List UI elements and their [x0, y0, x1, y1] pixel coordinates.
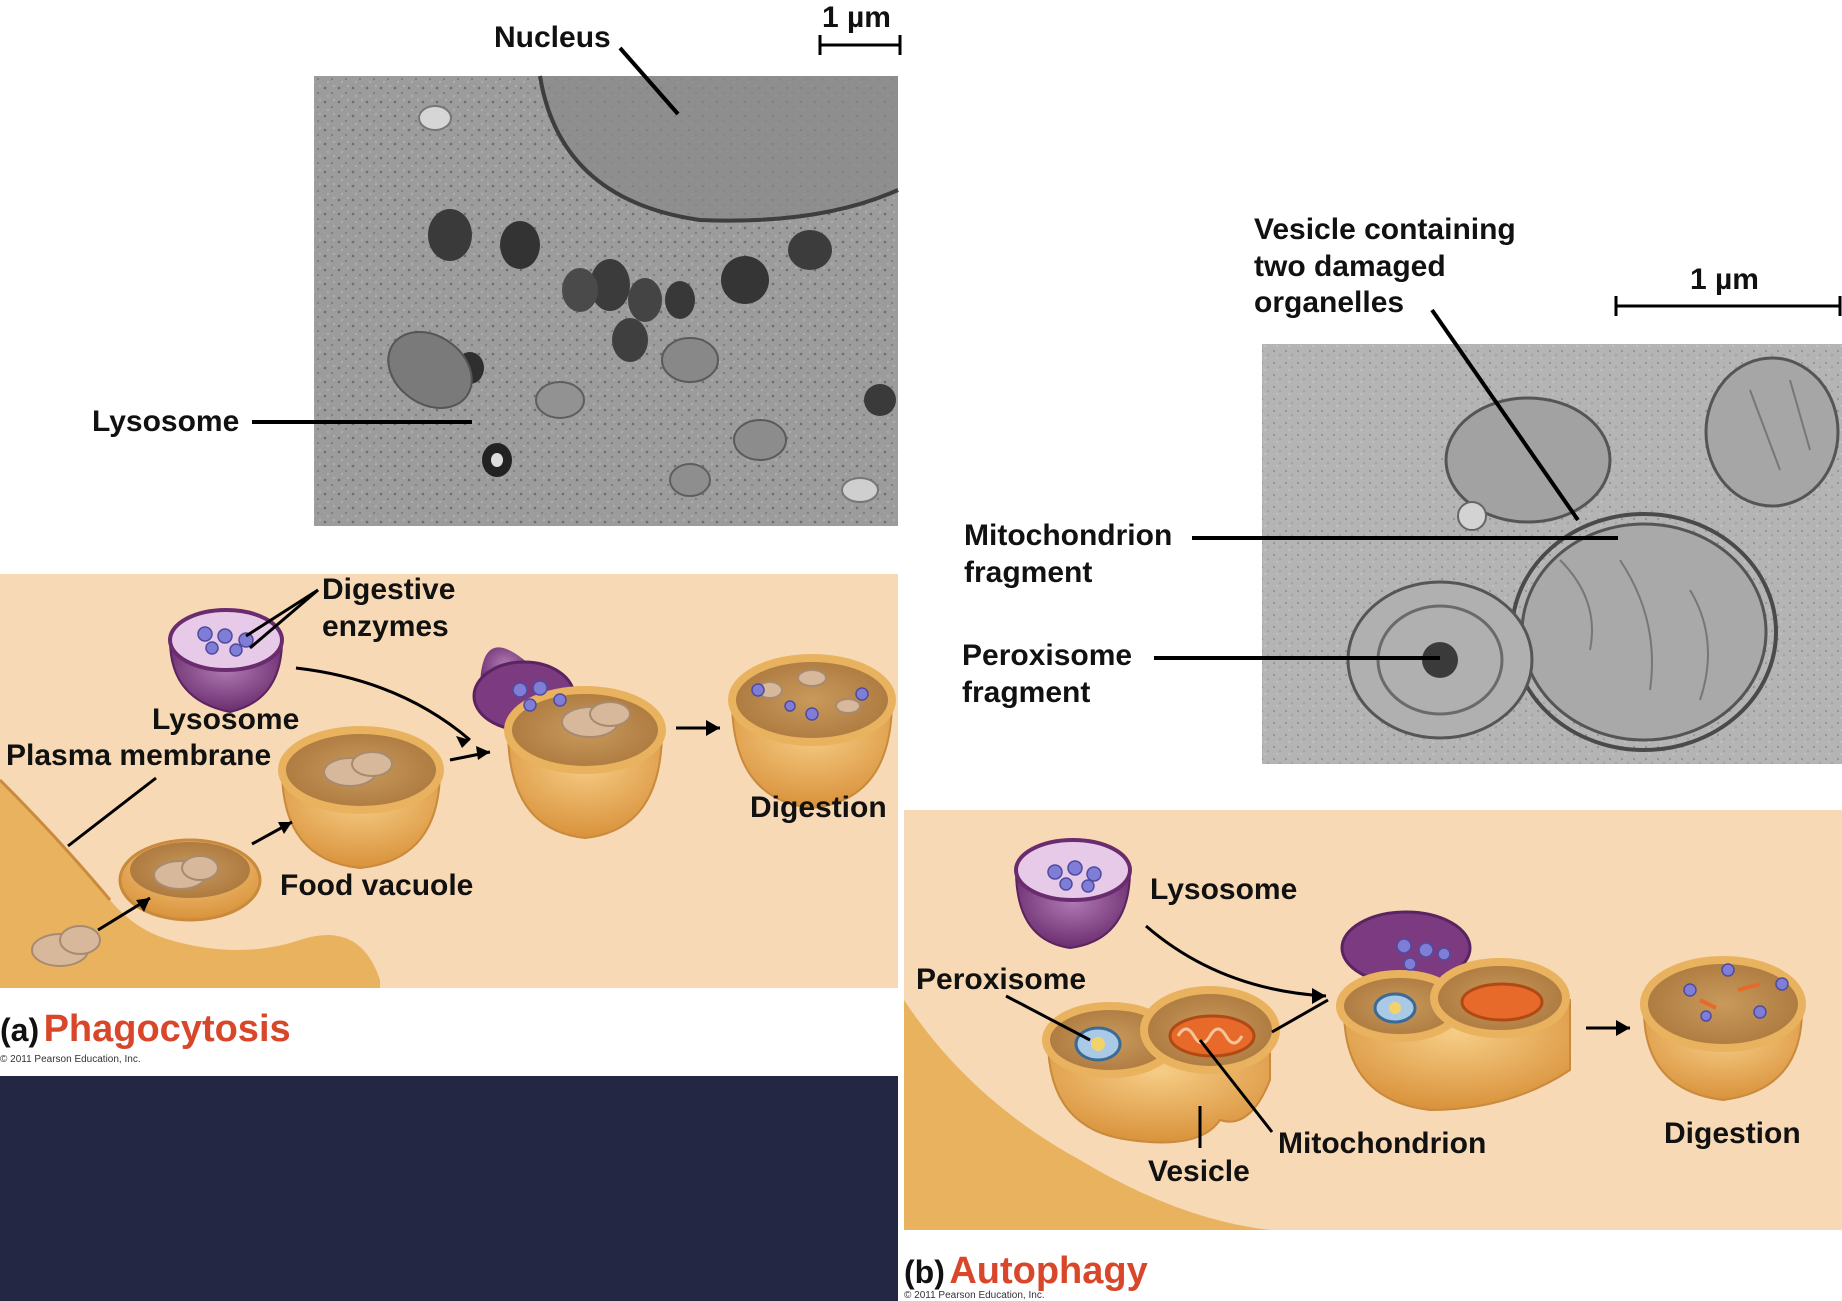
caption-a: (a) Phagocytosis: [0, 1008, 291, 1051]
vesicle-containing-label: Vesicle containing two damaged organelle…: [1254, 213, 1516, 320]
digestive-enzymes-label: Digestive enzymes: [322, 573, 456, 643]
scale-label-1: 1 µm: [822, 1, 891, 34]
vesicle-label: Vesicle: [1148, 1155, 1250, 1188]
scale-bar-1: [818, 35, 902, 55]
micrograph-autophagy: [1262, 344, 1842, 764]
phagocytosis-panel: [0, 574, 898, 988]
mitochondrion-label: Mitochondrion: [1278, 1127, 1487, 1160]
dark-footer: [0, 1076, 898, 1301]
peroxisome-fragment-label: Peroxisome fragment: [962, 639, 1133, 709]
caption-b-title: Autophagy: [949, 1250, 1148, 1292]
peroxisome-label: Peroxisome: [916, 963, 1087, 996]
food-vacuole-label: Food vacuole: [280, 869, 474, 902]
micrograph-phagocytosis: [314, 75, 899, 526]
caption-b-letter: (b): [904, 1254, 945, 1290]
copyright-b: © 2011 Pearson Education, Inc.: [904, 1290, 1045, 1301]
autophagy-panel: [904, 810, 1842, 1230]
scale-label-2: 1 µm: [1690, 263, 1759, 296]
caption-b: (b) Autophagy: [904, 1250, 1148, 1293]
lysosome-label-top: Lysosome: [92, 405, 240, 438]
nucleus-leader: [618, 46, 680, 116]
copyright-a: © 2011 Pearson Education, Inc.: [0, 1054, 141, 1065]
lysosome-label-b: Lysosome: [1150, 873, 1298, 906]
mitochondrion-fragment-label: Mitochondrion fragment: [964, 519, 1173, 589]
digestion-label-a: Digestion: [750, 791, 887, 824]
caption-a-title: Phagocytosis: [43, 1008, 291, 1050]
vesicle-leader: [1430, 308, 1580, 522]
scale-bar-2: [1614, 296, 1842, 316]
nucleus-label: Nucleus: [494, 21, 611, 54]
digestion-label-b: Digestion: [1664, 1117, 1801, 1150]
caption-a-letter: (a): [0, 1012, 40, 1048]
plasma-membrane-label: Plasma membrane: [6, 739, 272, 772]
lysosome-label-a: Lysosome: [152, 703, 300, 736]
